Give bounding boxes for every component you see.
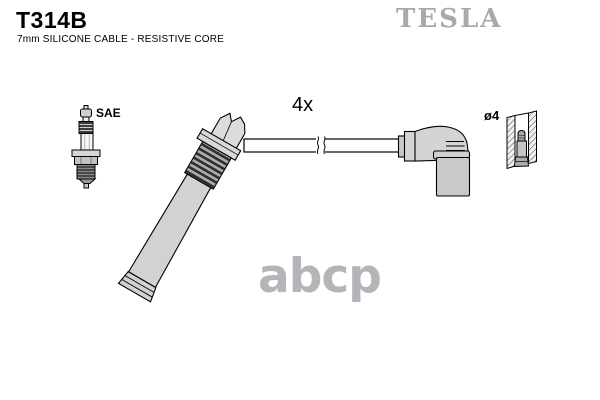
coil-boot-shaft [127, 173, 212, 289]
watermark-logo: abcp [258, 249, 382, 304]
spark-plug-icon [71, 105, 101, 189]
terminal-cross-section-icon [506, 110, 537, 170]
ignition-cable [243, 136, 403, 155]
part-number: T314B [16, 7, 88, 33]
product-description: 7mm SILICONE CABLE - RESISTIVE CORE [17, 34, 225, 45]
spark-plug-standard-label: SAE [96, 106, 121, 120]
elbow-boot-body [435, 156, 471, 197]
coil-boot [117, 112, 246, 303]
cable-break-gap [316, 137, 325, 154]
brand-logo: TESLA [396, 4, 503, 34]
terminal-diameter-label: ø4 [484, 108, 500, 123]
elbow-boot [397, 125, 471, 197]
quantity-label: 4x [292, 94, 314, 116]
